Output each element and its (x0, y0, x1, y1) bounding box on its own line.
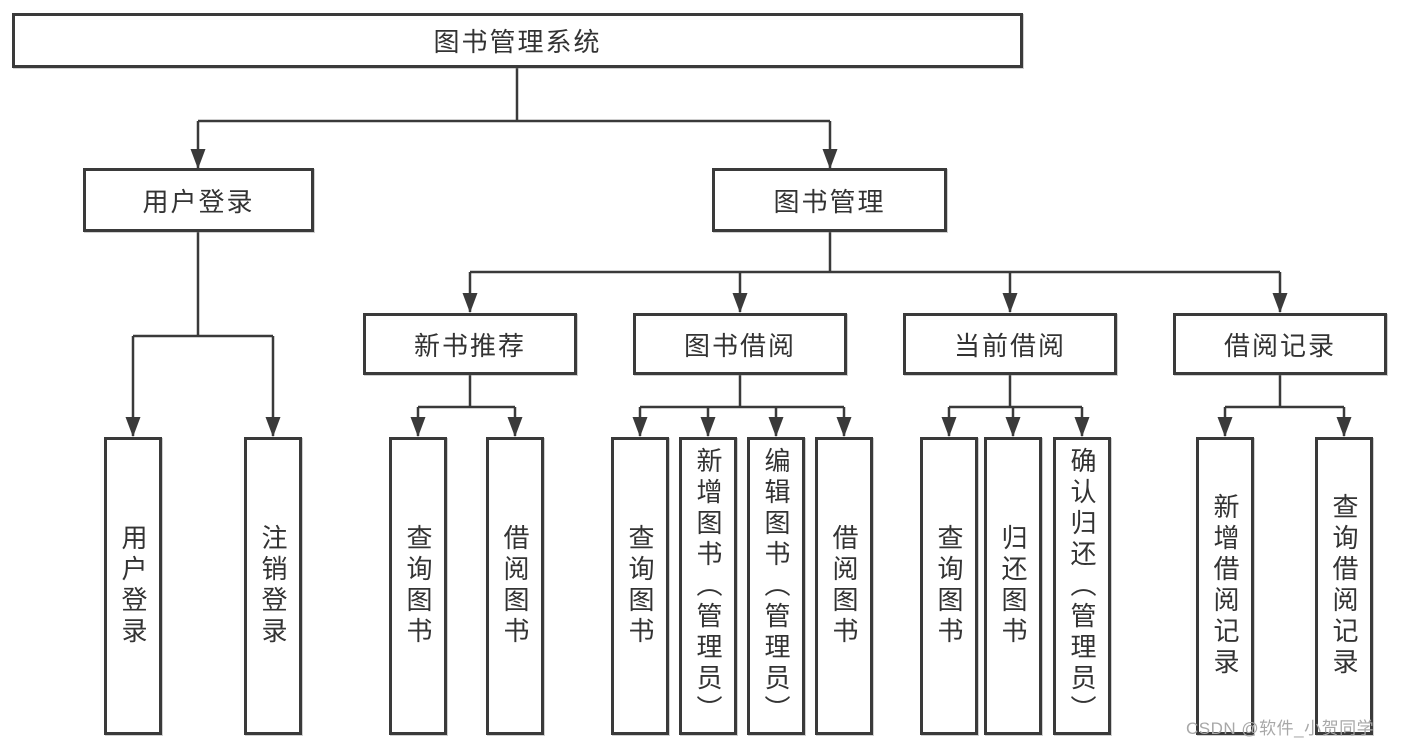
node-new-book-recommend: 新书推荐 (363, 313, 577, 375)
leaf-query-books-current: 查询图书 (920, 437, 978, 735)
node-root-book-management-system: 图书管理系统 (12, 13, 1023, 68)
node-user-login: 用户登录 (83, 168, 314, 232)
leaf-add-borrow-record: 新增借阅记录 (1196, 437, 1254, 735)
connector-new-book-branch (418, 375, 515, 409)
leaf-user-login: 用户登录 (104, 437, 162, 735)
leaf-borrow-books-borrowing: 借阅图书 (815, 437, 873, 735)
connector-current-borrowing-branch (949, 375, 1082, 409)
node-book-borrowing: 图书借阅 (633, 313, 847, 375)
csdn-watermark: CSDN @软件_小贺同学 (1186, 719, 1375, 738)
connector-user-login-branch (133, 232, 273, 338)
connector-root-branch (198, 68, 830, 123)
leaf-query-books-recommend: 查询图书 (389, 437, 447, 735)
connector-borrowing-records-branch (1225, 375, 1344, 409)
connector-book-management-branch (470, 232, 1280, 274)
leaf-return-books: 归还图书 (984, 437, 1042, 735)
node-book-management: 图书管理 (712, 168, 947, 232)
leaf-add-books-admin: 新增图书（管理员） (679, 437, 737, 735)
node-current-borrowing: 当前借阅 (903, 313, 1117, 375)
connector-book-borrowing-branch (640, 375, 844, 409)
leaf-query-borrow-record: 查询借阅记录 (1315, 437, 1373, 735)
leaf-edit-books-admin: 编辑图书（管理员） (747, 437, 805, 735)
leaf-borrow-books-recommend: 借阅图书 (486, 437, 544, 735)
leaf-logout: 注销登录 (244, 437, 302, 735)
leaf-confirm-return-admin: 确认归还（管理员） (1053, 437, 1111, 735)
leaf-query-books-borrowing: 查询图书 (611, 437, 669, 735)
node-borrowing-records: 借阅记录 (1173, 313, 1387, 375)
